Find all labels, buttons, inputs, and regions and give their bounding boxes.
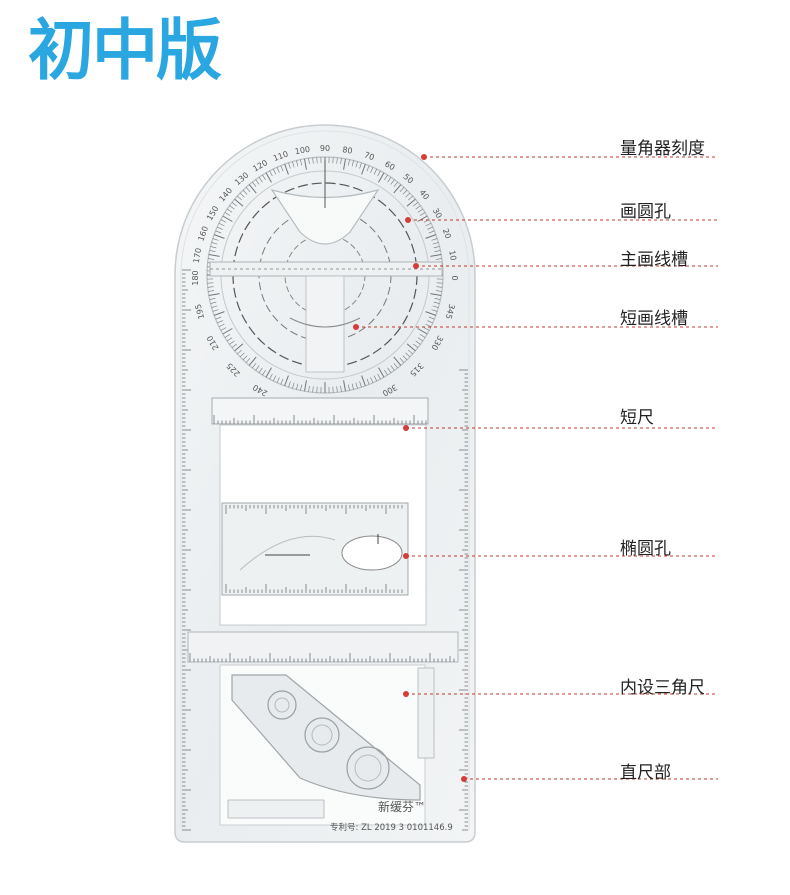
protractor-label: 100	[294, 145, 311, 157]
protractor-label: 170	[192, 247, 204, 264]
short-ruler	[211, 397, 429, 425]
vertical-number-strip	[305, 275, 345, 373]
v-cutout	[270, 188, 380, 245]
lower-ruler-band	[187, 631, 459, 663]
short-line-slot	[289, 317, 361, 328]
protractor-label: 195	[194, 303, 207, 320]
protractor-label: 60	[383, 159, 396, 172]
protractor-label: 20	[441, 227, 453, 240]
callout-circle-hole: 画圆孔	[620, 202, 671, 222]
protractor-label: 70	[363, 150, 376, 162]
inner-triangle	[231, 674, 421, 801]
page-title: 初中版	[28, 12, 222, 89]
callout-ellipse-hole: 椭圆孔	[620, 539, 671, 559]
protractor-label: 80	[342, 145, 354, 156]
protractor-label: 180	[191, 270, 200, 285]
callout-main-line-slot: 主画线槽	[620, 250, 688, 270]
protractor-label: 345	[444, 303, 457, 320]
callout-short-line-slot: 短画线槽	[620, 309, 688, 329]
protractor-label: 30	[431, 207, 444, 220]
callout-protractor-scale: 量角器刻度	[620, 139, 705, 159]
protractor-label: 0	[450, 275, 459, 280]
ellipse-hole	[341, 535, 403, 571]
protractor-label: 10	[447, 250, 458, 262]
callout-short-ruler: 短尺	[620, 408, 654, 428]
callout-straight-ruler: 直尺部	[620, 763, 671, 783]
brand-label: 新缓芬™	[378, 800, 427, 814]
patent-number: 专利号: ZL 2019 3 0101146.9	[330, 823, 453, 833]
protractor-label: 90	[320, 144, 330, 153]
callout-inner-triangle: 内设三角尺	[620, 678, 705, 698]
